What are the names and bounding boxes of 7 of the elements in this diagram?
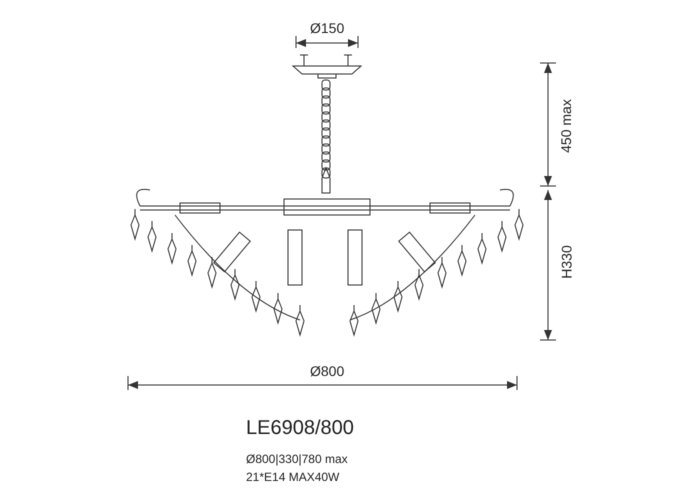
dimension-label: 450 max	[558, 99, 573, 153]
spec-text: Ø800|330|780 max	[246, 453, 348, 465]
spec-text: 21*E14 MAX40W	[246, 471, 340, 483]
dimension-label: Ø800	[310, 364, 344, 378]
model-number: LE6908/800	[246, 418, 354, 438]
dimension-label: H330	[559, 245, 574, 279]
dimension-label: Ø150	[310, 21, 344, 35]
